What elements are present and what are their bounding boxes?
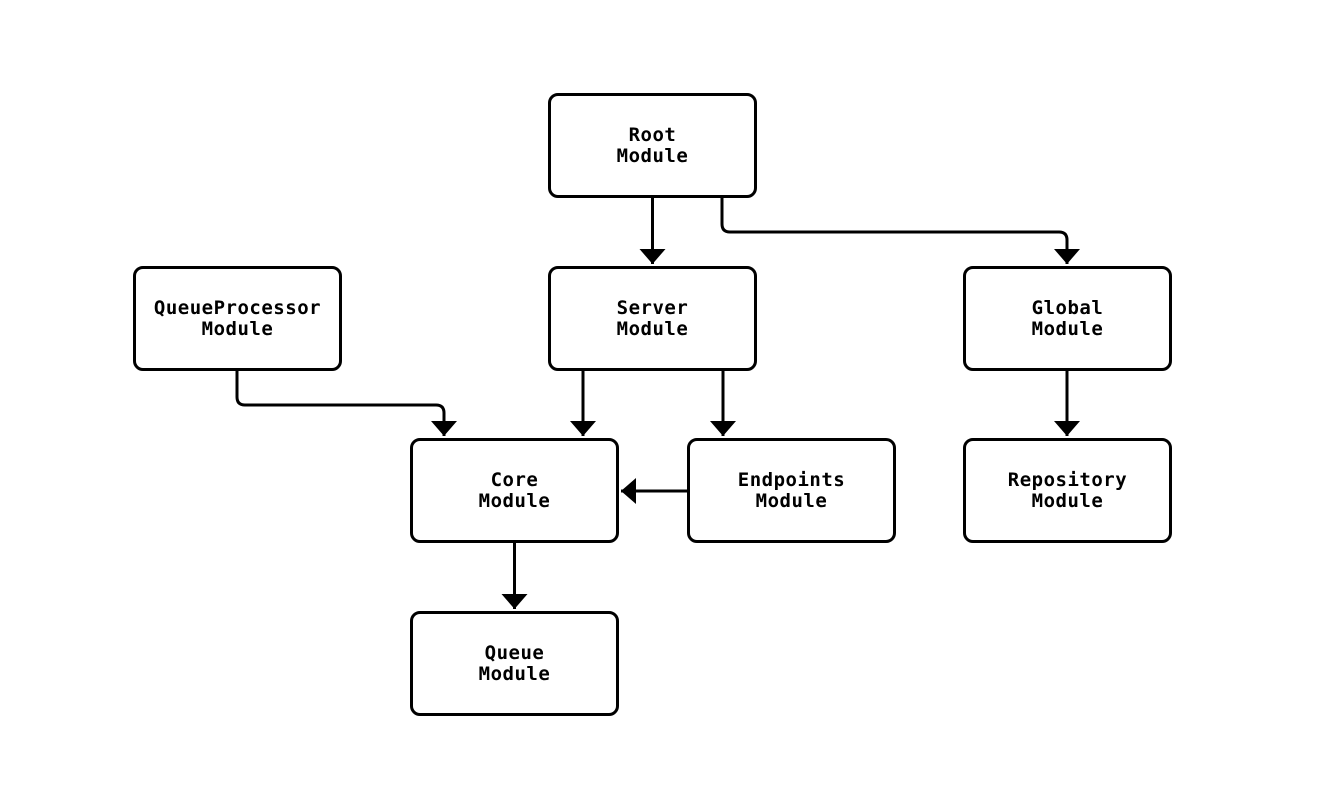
node-endpoints-module: Endpoints Module <box>687 438 896 543</box>
node-server-module-label: Server Module <box>616 296 689 340</box>
node-repository-module: Repository Module <box>963 438 1172 543</box>
node-root-module-label: Root Module <box>616 123 689 167</box>
edge-root-to-global <box>720 198 1080 264</box>
node-endpoints-module-label: Endpoints Module <box>737 468 846 512</box>
node-repository-module-label: Repository Module <box>1007 468 1128 512</box>
node-core-module-label: Core Module <box>478 468 551 512</box>
node-server-module: Server Module <box>548 266 757 371</box>
node-global-module: Global Module <box>963 266 1172 371</box>
node-root-module: Root Module <box>548 93 757 198</box>
node-queueprocessor-module-label: QueueProcessor Module <box>153 296 322 340</box>
node-queue-module-label: Queue Module <box>478 641 551 685</box>
node-queueprocessor-module: QueueProcessor Module <box>133 266 342 371</box>
edge-queueprocessor-to-core <box>235 371 457 436</box>
node-global-module-label: Global Module <box>1031 296 1104 340</box>
node-queue-module: Queue Module <box>410 611 619 716</box>
node-core-module: Core Module <box>410 438 619 543</box>
